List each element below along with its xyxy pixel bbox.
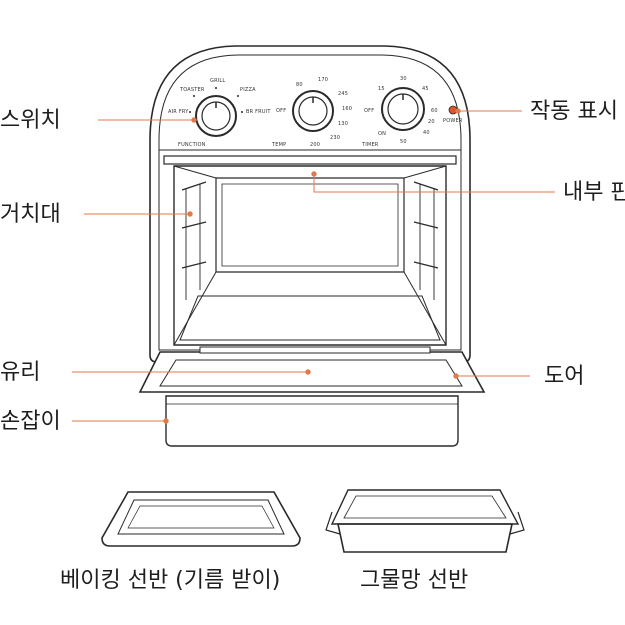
timer-mark-off: OFF <box>364 108 374 114</box>
label-function-switch: 스위치 <box>0 108 61 133</box>
timer-mark-60: 60 <box>431 108 438 114</box>
function-mark-grill: GRILL <box>210 78 225 84</box>
timer-mark-50: 50 <box>400 139 407 145</box>
label-door: 도어 <box>544 364 585 389</box>
label-handle: 손잡이 <box>0 409 61 434</box>
timer-mark-45: 45 <box>422 86 429 92</box>
temp-mark-245: 245 <box>338 91 348 97</box>
temp-mark-160: 160 <box>342 106 352 112</box>
timer-mark-on: ON <box>378 131 386 137</box>
temp-caption: TEMP <box>271 142 286 148</box>
label-interior: 내부 판 <box>563 180 625 205</box>
function-mark-pizza: PIZZA <box>240 87 256 93</box>
label-glass: 유리 <box>0 360 41 385</box>
timer-mark-40: 40 <box>423 130 430 136</box>
timer-mark-15: 15 <box>378 86 385 92</box>
temp-mark-230: 230 <box>330 135 340 141</box>
leader-lines <box>72 108 555 424</box>
function-knob-marks <box>189 87 243 113</box>
timer-caption: TIMER <box>361 142 379 148</box>
temp-mark-130: 130 <box>338 121 348 127</box>
function-mark-brfruit: BR FRUIT <box>246 109 271 115</box>
caption-wire-rack: 그물망 선반 <box>360 568 469 593</box>
temp-mark-170: 170 <box>318 77 328 83</box>
power-caption: POWER <box>443 118 463 124</box>
mesh-tray <box>325 489 525 553</box>
function-caption: FUNCTION <box>178 142 206 148</box>
function-mark-airfry: AIR FRY <box>168 109 189 115</box>
temp-mark-80: 80 <box>296 82 303 88</box>
label-power-indicator: 작동 표시 <box>530 99 618 124</box>
timer-knob[interactable] <box>381 87 425 131</box>
caption-baking-tray: 베이킹 선반 (기름 받이) <box>60 568 281 593</box>
function-mark-toaster: TOASTER <box>179 87 205 93</box>
label-rack: 거치대 <box>0 202 61 227</box>
timer-mark-20: 20 <box>428 119 435 125</box>
oven-cavity <box>163 155 457 346</box>
function-knob[interactable] <box>195 95 237 137</box>
oven-door[interactable] <box>138 346 486 447</box>
temp-knob[interactable] <box>292 90 334 132</box>
temp-mark-200: 200 <box>310 142 320 148</box>
temp-mark-off: OFF <box>276 108 286 114</box>
baking-tray <box>101 491 301 547</box>
timer-mark-30: 30 <box>400 76 407 82</box>
